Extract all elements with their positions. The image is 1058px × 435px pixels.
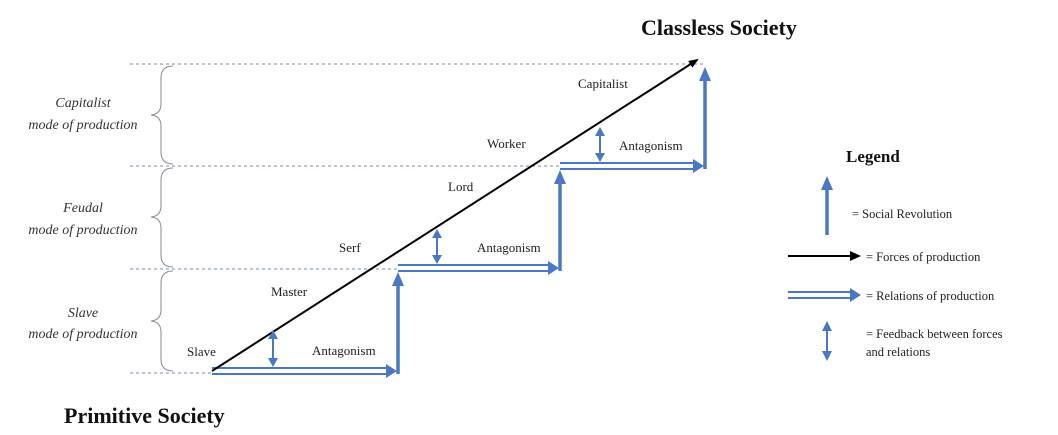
mode-label-capitalist: Capitalist	[55, 96, 111, 111]
feedback-arrow-1	[268, 330, 278, 367]
antagonism-label-2: Antagonism	[477, 240, 541, 255]
forces-of-production-arrow	[211, 58, 699, 372]
class-label-slave: Slave	[187, 344, 216, 359]
legend-forces-label: = Forces of production	[866, 250, 981, 264]
brace-capitalist	[150, 65, 174, 165]
class-label-lord: Lord	[448, 179, 474, 194]
feedback-arrows	[268, 127, 605, 367]
mode-label-feudal-sub: mode of production	[28, 223, 137, 238]
feedback-arrow-3	[595, 127, 605, 162]
legend-relations-icon	[788, 288, 861, 302]
relations-arrowhead-2	[548, 261, 559, 275]
revolution-arrow-2-head	[554, 170, 566, 184]
mode-label-capitalist-sub: mode of production	[28, 118, 137, 133]
mode-label-feudal: Feudal	[62, 201, 103, 216]
social-revolution-arrows	[392, 67, 711, 374]
antagonism-label-1: Antagonism	[312, 343, 376, 358]
class-label-capitalist: Capitalist	[578, 76, 628, 91]
legend-feedback-label-2: and relations	[866, 345, 930, 359]
legend-relations-label: = Relations of production	[866, 289, 995, 303]
level-lines	[130, 63, 705, 374]
revolution-arrow-3-head	[699, 67, 711, 81]
legend-social-revolution-label: = Social Revolution	[852, 207, 953, 221]
relations-of-production-staircase	[212, 162, 695, 375]
legend-title: Legend	[846, 147, 900, 166]
relations-arrowhead-3	[693, 159, 704, 173]
class-label-worker: Worker	[487, 136, 526, 151]
relations-arrowhead-1	[386, 364, 397, 378]
legend-feedback-label: = Feedback between forces	[866, 327, 1003, 341]
class-label-master: Master	[271, 284, 308, 299]
brace-feudal	[150, 167, 174, 268]
relations-arrowheads	[386, 159, 704, 378]
class-label-serf: Serf	[339, 240, 361, 255]
title-classless-society: Classless Society	[641, 15, 797, 40]
antagonism-label-3: Antagonism	[619, 138, 683, 153]
mode-label-slave: Slave	[68, 306, 98, 321]
legend-feedback-icon	[822, 321, 832, 361]
feedback-arrow-2	[432, 229, 442, 264]
legend-forces-icon	[788, 251, 861, 261]
legend: Legend = Social Revolution = Forces of p…	[788, 147, 1003, 361]
revolution-arrow-1-head	[392, 272, 404, 286]
brace-slave	[150, 270, 174, 372]
mode-label-slave-sub: mode of production	[28, 327, 137, 342]
title-primitive-society: Primitive Society	[64, 403, 225, 428]
mode-braces	[150, 65, 174, 372]
legend-social-revolution-icon	[821, 176, 833, 235]
